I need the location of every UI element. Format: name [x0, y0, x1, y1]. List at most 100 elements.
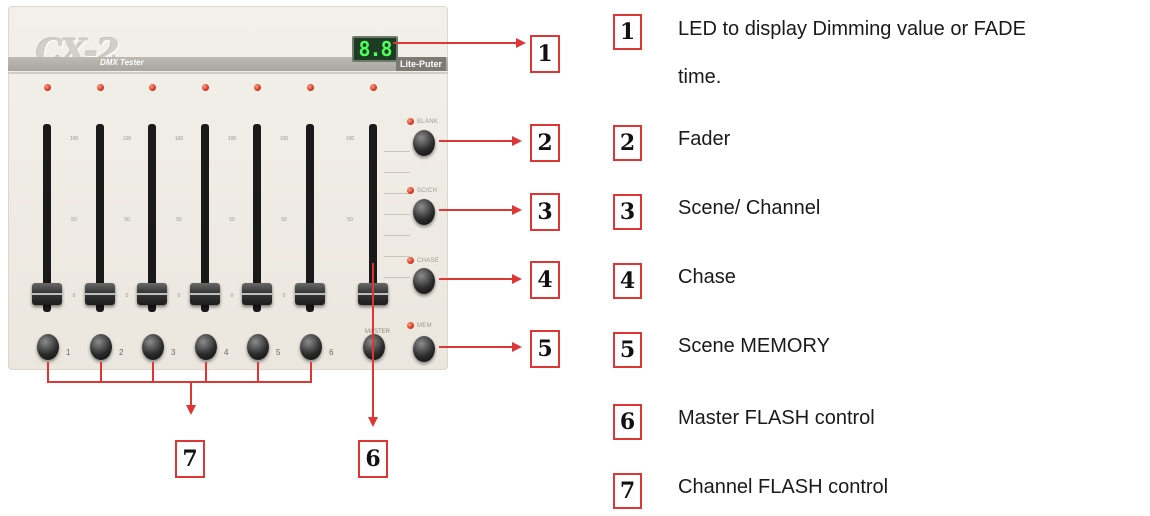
master-tick [384, 256, 410, 257]
fader-knob-5[interactable] [242, 283, 272, 305]
legend-text-5: Scene MEMORY [678, 335, 830, 357]
callout-6: 6 [358, 440, 388, 478]
led-display: 8.8 [352, 36, 398, 62]
master-tick [384, 151, 410, 152]
chase-label: CHASE [417, 258, 440, 264]
fader-track-4 [201, 124, 209, 312]
chase-indicator [407, 257, 414, 264]
channel-number-6: 6 [329, 348, 334, 357]
led-display-value: 8.8 [358, 37, 392, 61]
master-tick [384, 214, 410, 215]
legend-number-1: 1 [613, 14, 642, 50]
channel-indicator-1 [44, 84, 51, 91]
callout-7: 7 [175, 440, 205, 478]
legend-number-6: 6 [613, 404, 642, 440]
scale-0: 0 [282, 293, 286, 299]
master-tick [384, 193, 410, 194]
mem-label: MEM [417, 323, 432, 329]
fader-track-1 [43, 124, 51, 312]
scale-0: 0 [230, 293, 234, 299]
chase-button[interactable] [413, 268, 435, 294]
scch-indicator [407, 187, 414, 194]
fader-knob-2[interactable] [85, 283, 115, 305]
fader-track-5 [253, 124, 261, 312]
callout-5: 5 [530, 330, 560, 368]
scale-50: 50 [176, 217, 182, 223]
channel-flash-button-2[interactable] [90, 334, 112, 360]
dmx-tester-panel: CX-2 DMX Tester 8.8 Lite-Puter 100 100 1… [8, 6, 448, 370]
legend-text-3: Scene/ Channel [678, 197, 821, 219]
channel-indicator-6 [307, 84, 314, 91]
blank-button[interactable] [413, 130, 435, 156]
legend-text-6: Master FLASH control [678, 407, 875, 429]
scale-50: 50 [229, 217, 235, 223]
master-indicator [370, 84, 377, 91]
legend-number-4: 4 [613, 263, 642, 299]
scale-0: 0 [72, 293, 76, 299]
scale-100: 100 [279, 136, 289, 142]
scale-100: 100 [122, 136, 132, 142]
scale-50: 50 [347, 217, 353, 223]
blank-label: BLANK [417, 119, 439, 125]
channel-flash-button-5[interactable] [247, 334, 269, 360]
scale-0: 0 [125, 293, 129, 299]
channel-flash-button-6[interactable] [300, 334, 322, 360]
channel-number-5: 5 [276, 348, 281, 357]
callout-2: 2 [530, 124, 560, 162]
legend-number-2: 2 [613, 125, 642, 161]
scene-channel-button[interactable] [413, 199, 435, 225]
master-fader-track [369, 124, 377, 299]
fader-track-6 [306, 124, 314, 312]
legend-text-7: Channel FLASH control [678, 476, 889, 498]
brand-name: Lite-Puter [396, 57, 446, 71]
channel-indicator-2 [97, 84, 104, 91]
scale-100: 100 [227, 136, 237, 142]
scale-50: 50 [124, 217, 130, 223]
scale-50: 50 [71, 217, 77, 223]
master-tick [384, 235, 410, 236]
legend-text-2: Fader [678, 128, 731, 150]
master-tick [384, 277, 410, 278]
channel-indicator-3 [149, 84, 156, 91]
channel-number-3: 3 [171, 348, 176, 357]
memory-button[interactable] [413, 336, 435, 362]
fader-knob-4[interactable] [190, 283, 220, 305]
brand-bar [8, 57, 448, 71]
channel-indicator-4 [202, 84, 209, 91]
channel-flash-button-3[interactable] [142, 334, 164, 360]
legend-number-7: 7 [613, 473, 642, 509]
scch-label: SC/CH [417, 188, 438, 194]
fader-knob-6[interactable] [295, 283, 325, 305]
scale-100: 100 [345, 136, 355, 142]
scale-100: 100 [69, 136, 79, 142]
scale-50: 50 [281, 217, 287, 223]
brand-divider [8, 72, 448, 74]
scale-0: 0 [177, 293, 181, 299]
bracket-7 [47, 362, 312, 383]
legend-number-5: 5 [613, 332, 642, 368]
fader-track-3 [148, 124, 156, 312]
callout-3: 3 [530, 193, 560, 231]
legend-text-1: LED to display Dimming value or FADE [678, 18, 1026, 40]
channel-indicator-5 [254, 84, 261, 91]
blank-indicator [407, 118, 414, 125]
callout-4: 4 [530, 261, 560, 299]
legend-text-4: Chase [678, 266, 736, 288]
legend-text-1-cont: time. [678, 66, 722, 88]
model-label: DMX Tester [100, 58, 144, 67]
master-label: MASTER [365, 329, 391, 335]
scale-100: 100 [174, 136, 184, 142]
channel-number-4: 4 [224, 348, 229, 357]
channel-number-1: 1 [66, 348, 71, 357]
fader-knob-3[interactable] [137, 283, 167, 305]
fader-track-2 [96, 124, 104, 312]
channel-flash-button-1[interactable] [37, 334, 59, 360]
legend-number-3: 3 [613, 194, 642, 230]
fader-knob-1[interactable] [32, 283, 62, 305]
mem-indicator [407, 322, 414, 329]
master-tick [384, 172, 410, 173]
callout-1: 1 [530, 35, 560, 73]
channel-number-2: 2 [119, 348, 124, 357]
channel-flash-button-4[interactable] [195, 334, 217, 360]
